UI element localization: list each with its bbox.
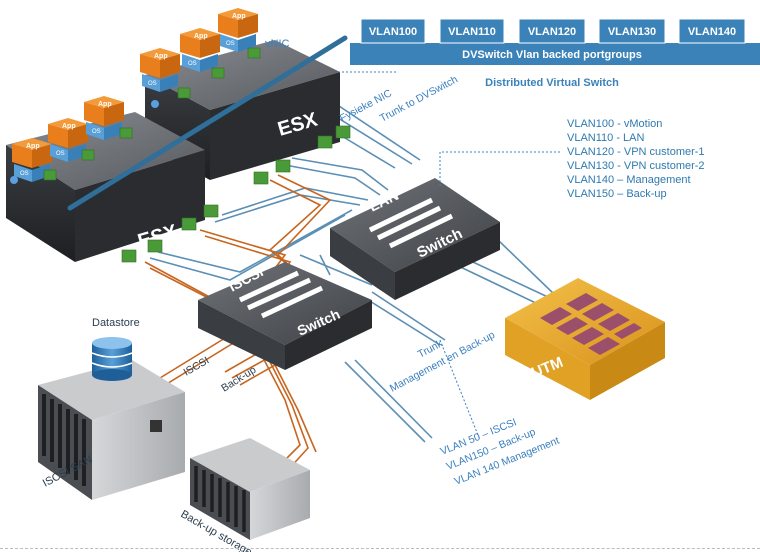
svg-text:OS: OS (56, 151, 65, 157)
backup-storage (190, 438, 310, 540)
blue-cable (354, 359, 433, 439)
orange-cable (224, 350, 301, 466)
orange-cable (231, 356, 309, 471)
iscsi-link-label: ISCSI (182, 354, 212, 378)
vlan-box-label: VLAN130 (608, 26, 656, 38)
datastore-label: Datastore (92, 317, 140, 329)
blue-cable (157, 209, 353, 273)
backup-link-label: Back-up (219, 364, 258, 395)
nic-icon (203, 204, 219, 218)
vlan-legend-item: VLAN120 - VPN customer-1 (567, 146, 705, 158)
vlan-box-label: VLAN140 (688, 26, 736, 38)
svg-text:App: App (98, 101, 112, 108)
vlan-legend-item: VLAN110 - LAN (567, 132, 645, 144)
blue-cable (149, 214, 346, 281)
datastore-icon (91, 337, 133, 381)
blue-cable (339, 134, 396, 169)
nic-icon (119, 127, 133, 139)
nic-icon (275, 159, 291, 173)
orange-cable (239, 363, 317, 453)
orange-cable (164, 341, 236, 386)
vm-icon: App OS (12, 138, 52, 182)
vlan-box-label: VLAN100 (369, 26, 417, 38)
dvswitch-bar (350, 43, 760, 65)
blue-cable (459, 255, 551, 299)
nic-icon (317, 135, 333, 149)
dvswitch-panel: VLAN100 VLAN110 VLAN120 VLAN130 VLAN140 … (350, 18, 760, 89)
blue-cable (344, 361, 426, 443)
nic-icon (253, 171, 269, 185)
vlan-box (360, 18, 426, 44)
iscsi-vlan-legend: VLAN 50 – ISCSI VLAN150 – Back-up VLAN 1… (439, 416, 561, 488)
nic-cards (43, 47, 351, 263)
nic-icon (43, 169, 57, 181)
nic-icon (247, 47, 261, 59)
nic-icon (147, 239, 163, 253)
vnic-label: vNIC (265, 38, 290, 50)
blue-cable (364, 297, 441, 346)
blue-cable (371, 291, 446, 341)
nic-icon (121, 249, 137, 263)
blue-cable (284, 164, 381, 196)
vm-icon: App OS (48, 118, 88, 162)
vm-icon: App OS (218, 8, 258, 52)
nic-icon (177, 87, 191, 99)
svg-text:OS: OS (92, 129, 101, 135)
annotation-leaders (338, 71, 560, 441)
blue-cable (497, 239, 556, 296)
blue-cable (291, 157, 389, 191)
svg-text:App: App (154, 53, 168, 60)
blue-cable (449, 261, 541, 306)
power-led-icon (10, 176, 18, 184)
nic-icon (211, 67, 225, 79)
vlan-box-label: VLAN120 (528, 26, 576, 38)
svg-text:App: App (62, 123, 76, 130)
svg-text:App: App (194, 33, 208, 40)
vm-icon: App OS (84, 96, 124, 140)
power-led-icon (151, 100, 159, 108)
nic-icon (81, 149, 95, 161)
blue-cable (299, 254, 373, 286)
svg-text:App: App (26, 143, 40, 150)
utm-firewall: UTM (505, 278, 665, 400)
vlan-legend-item: VLAN150 – Back-up (567, 188, 667, 200)
blue-cable (329, 99, 421, 161)
orange-cable (159, 334, 231, 379)
svg-text:OS: OS (188, 61, 197, 67)
svg-text:OS: OS (148, 81, 157, 87)
svg-text:OS: OS (20, 171, 29, 177)
vlan-box (598, 18, 666, 44)
svg-text:App: App (232, 13, 246, 20)
vlan-box (678, 18, 746, 44)
vlan-legend-item: VLAN140 – Management (567, 174, 691, 186)
vm-icon: App OS (140, 48, 180, 92)
blue-cable (319, 254, 331, 276)
vlan-box-label: VLAN110 (448, 26, 496, 38)
iscsi-san (38, 360, 185, 500)
lan-switch: LAN Switch (330, 178, 500, 300)
dvswitch-caption: Distributed Virtual Switch (485, 77, 619, 89)
vlan-legend: VLAN100 - vMotion VLAN110 - LAN VLAN120 … (567, 118, 705, 200)
vlan-box (518, 18, 586, 44)
svg-text:OS: OS (226, 41, 235, 47)
dvswitch-bar-label: DVSwitch Vlan backed portgroups (462, 49, 642, 61)
vm-icon: App OS (180, 28, 220, 72)
vm-stacks: App OS App OS App OS App (12, 8, 258, 182)
nic-icon (181, 217, 197, 231)
nic-icon (335, 125, 351, 139)
distributed-switch-bar (67, 35, 348, 211)
vlan-legend-item: VLAN100 - vMotion (567, 118, 662, 130)
brick-wall-icon (540, 293, 642, 355)
page-divider (0, 548, 760, 549)
vlan-legend-item: VLAN130 - VPN customer-2 (567, 160, 705, 172)
vlan-box (439, 18, 505, 44)
